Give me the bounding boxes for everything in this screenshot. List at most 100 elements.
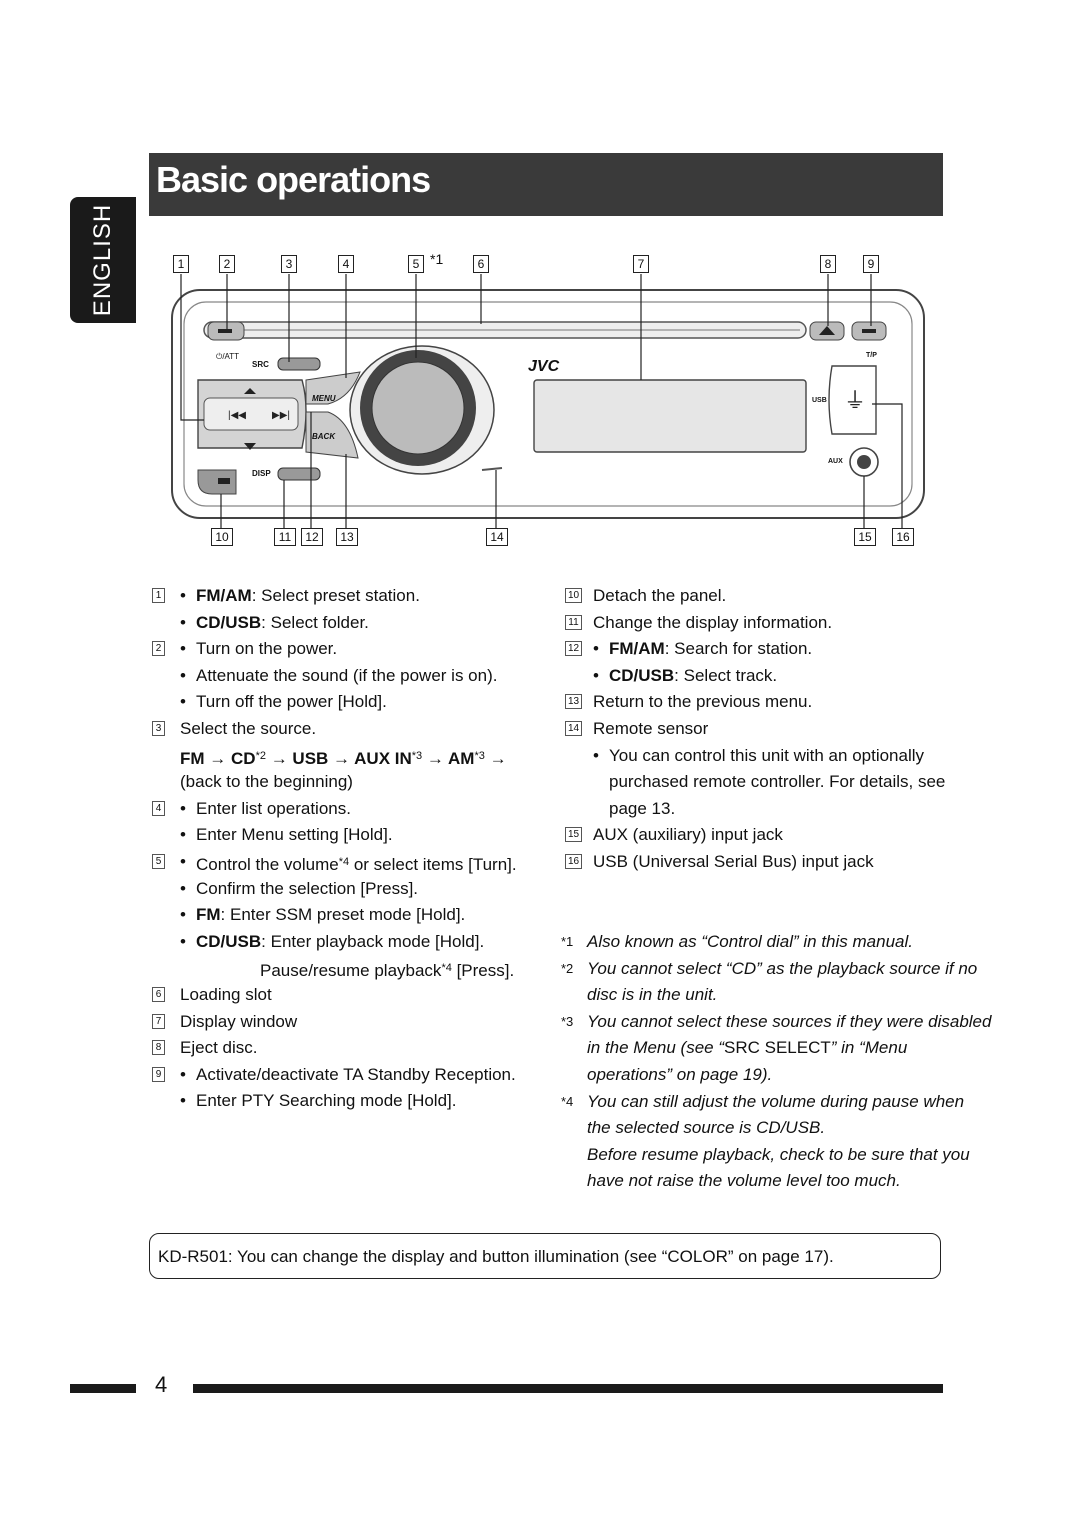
list-item: 10 Detach the panel. [565,583,945,610]
list-item: 16 USB (Universal Serial Bus) input jack [565,849,945,876]
list-item: Enter PTY Searching mode [Hold]. [152,1088,542,1115]
aux-label: AUX [828,458,843,465]
item-text: You can control this unit with an option… [609,745,925,765]
footnote-text: have not raise the volume level too much… [587,1171,901,1191]
source-mode: CD/USB [609,665,675,685]
list-item: (back to the beginning) [152,769,542,796]
item-text: Enter list operations. [196,798,351,818]
list-item: 13 Return to the previous menu. [565,689,945,716]
item-text: purchased remote controller. For details… [609,772,946,792]
control-panel-diagram: 1 2 3 4 5 *1 6 7 8 9 |◀◀ ▶▶| [160,248,940,553]
item-text: Control the volume [196,854,339,874]
item-text: or select items [Turn]. [349,854,517,874]
item-number: 12 [565,641,582,657]
list-item: page 13. [565,796,945,823]
footnote: *4 You can still adjust the volume durin… [561,1089,964,1116]
item-text: Loading slot [180,984,272,1004]
svg-text:|◀◀: |◀◀ [228,410,246,421]
item-text: Turn on the power. [196,639,338,659]
item-text: USB (Universal Serial Bus) input jack [593,851,874,871]
item-text: Eject disc. [180,1038,258,1058]
source-am: AM [448,748,475,768]
page-number: 4 [155,1372,168,1397]
right-description-list: 10 Detach the panel. 11 Change the displ… [565,583,945,876]
item-text: (back to the beginning) [180,772,353,792]
list-item: Turn off the power [Hold]. [152,689,542,716]
list-item: You can control this unit with an option… [565,743,945,770]
list-item: 5 Control the volume*4 or select items [… [152,849,542,876]
callout-5: 5 [408,255,424,273]
source-cd: CD [231,748,256,768]
list-item: 8 Eject disc. [152,1035,542,1062]
list-item: 15 AUX (auxiliary) input jack [565,822,945,849]
item-number: 10 [565,588,582,603]
footnote-mark: *4 [561,1093,574,1109]
item-text: Remote sensor [593,718,709,738]
source-mode: FM [196,905,221,925]
menu-item-ref: SRC SELECT [724,1038,831,1058]
callout-5-footnote: *1 [430,251,444,267]
item-text: Turn off the power [Hold]. [196,692,387,712]
item-text: Display window [180,1011,298,1031]
callout-11: 11 [274,528,296,546]
callout-10: 10 [211,528,233,546]
item-number: 1 [152,588,165,603]
item-text: AUX (auxiliary) input jack [593,825,783,845]
list-item: Attenuate the sound (if the power is on)… [152,663,542,690]
callout-8: 8 [820,255,836,273]
footnote-text: in the Menu (see “ [587,1038,725,1058]
list-item: 11 Change the display information. [565,610,945,637]
back-button-label: BACK [312,432,336,441]
footer-rule-right [193,1384,943,1393]
callout-15: 15 [854,528,876,546]
callout-1: 1 [173,255,189,273]
footnote-mark: *4 [338,855,350,868]
item-text: page 13. [609,798,676,818]
svg-text:▶▶|: ▶▶| [272,410,290,421]
item-text: Attenuate the sound (if the power is on)… [196,665,498,685]
list-item: Confirm the selection [Press]. [152,876,542,903]
item-text: [Press]. [451,961,515,981]
list-item: Pause/resume playback*4 [Press]. [152,955,542,982]
footnote: *2 You cannot select “CD” as the playbac… [561,956,977,983]
list-item: Enter Menu setting [Hold]. [152,822,542,849]
item-text: : Select folder. [261,612,369,632]
list-item: FM: Enter SSM preset mode [Hold]. [152,902,542,929]
footnote-text: Before resume playback, check to be sure… [587,1144,970,1164]
callout-6: 6 [473,255,489,273]
source-sequence: FM → CD*2 → USB → AUX IN*3 → AM*3 → [180,748,507,768]
list-item: 4 Enter list operations. [152,796,542,822]
list-item: CD/USB: Select track. [565,663,945,690]
footnote-text: disc is in the unit. [587,985,718,1005]
disp-button-label: DISP [252,469,271,478]
list-item: 9 Activate/deactivate TA Standby Recepti… [152,1062,542,1088]
item-number: 2 [152,641,165,657]
footnote-mark: *2 [561,960,574,976]
item-text: Detach the panel. [593,586,727,605]
section-title-bar: Basic operations [149,153,943,216]
item-text: Pause/resume playback [260,961,442,981]
footnote-mark: *3 [411,749,423,762]
jvc-logo: JVC [528,358,560,375]
item-number: 8 [152,1040,165,1056]
note-text: ” on page 17). [727,1247,834,1266]
footnote-mark: *2 [255,749,266,762]
source-aux: AUX IN [354,748,412,768]
item-number: 4 [152,800,165,816]
source-mode: FM/AM [609,639,665,659]
footnote-text: You can still adjust the volume during p… [587,1091,965,1111]
note-text: KD-R501: You can change the display and … [158,1247,668,1266]
item-number: 3 [152,720,165,736]
item-text: Enter Menu setting [Hold]. [196,825,393,845]
item-number: 14 [565,720,582,736]
item-text: : Select preset station. [251,586,420,605]
list-item: 1 FM/AM: Select preset station. [152,583,542,610]
list-item: purchased remote controller. For details… [565,769,945,796]
item-number: 13 [565,694,582,710]
item-number: 7 [152,1013,165,1029]
item-text: : Select track. [674,665,778,685]
item-number: 6 [152,986,165,1002]
list-item: CD/USB: Select folder. [152,610,542,637]
att-label: ⏻/ATT [216,352,240,361]
item-number: 11 [565,614,582,630]
